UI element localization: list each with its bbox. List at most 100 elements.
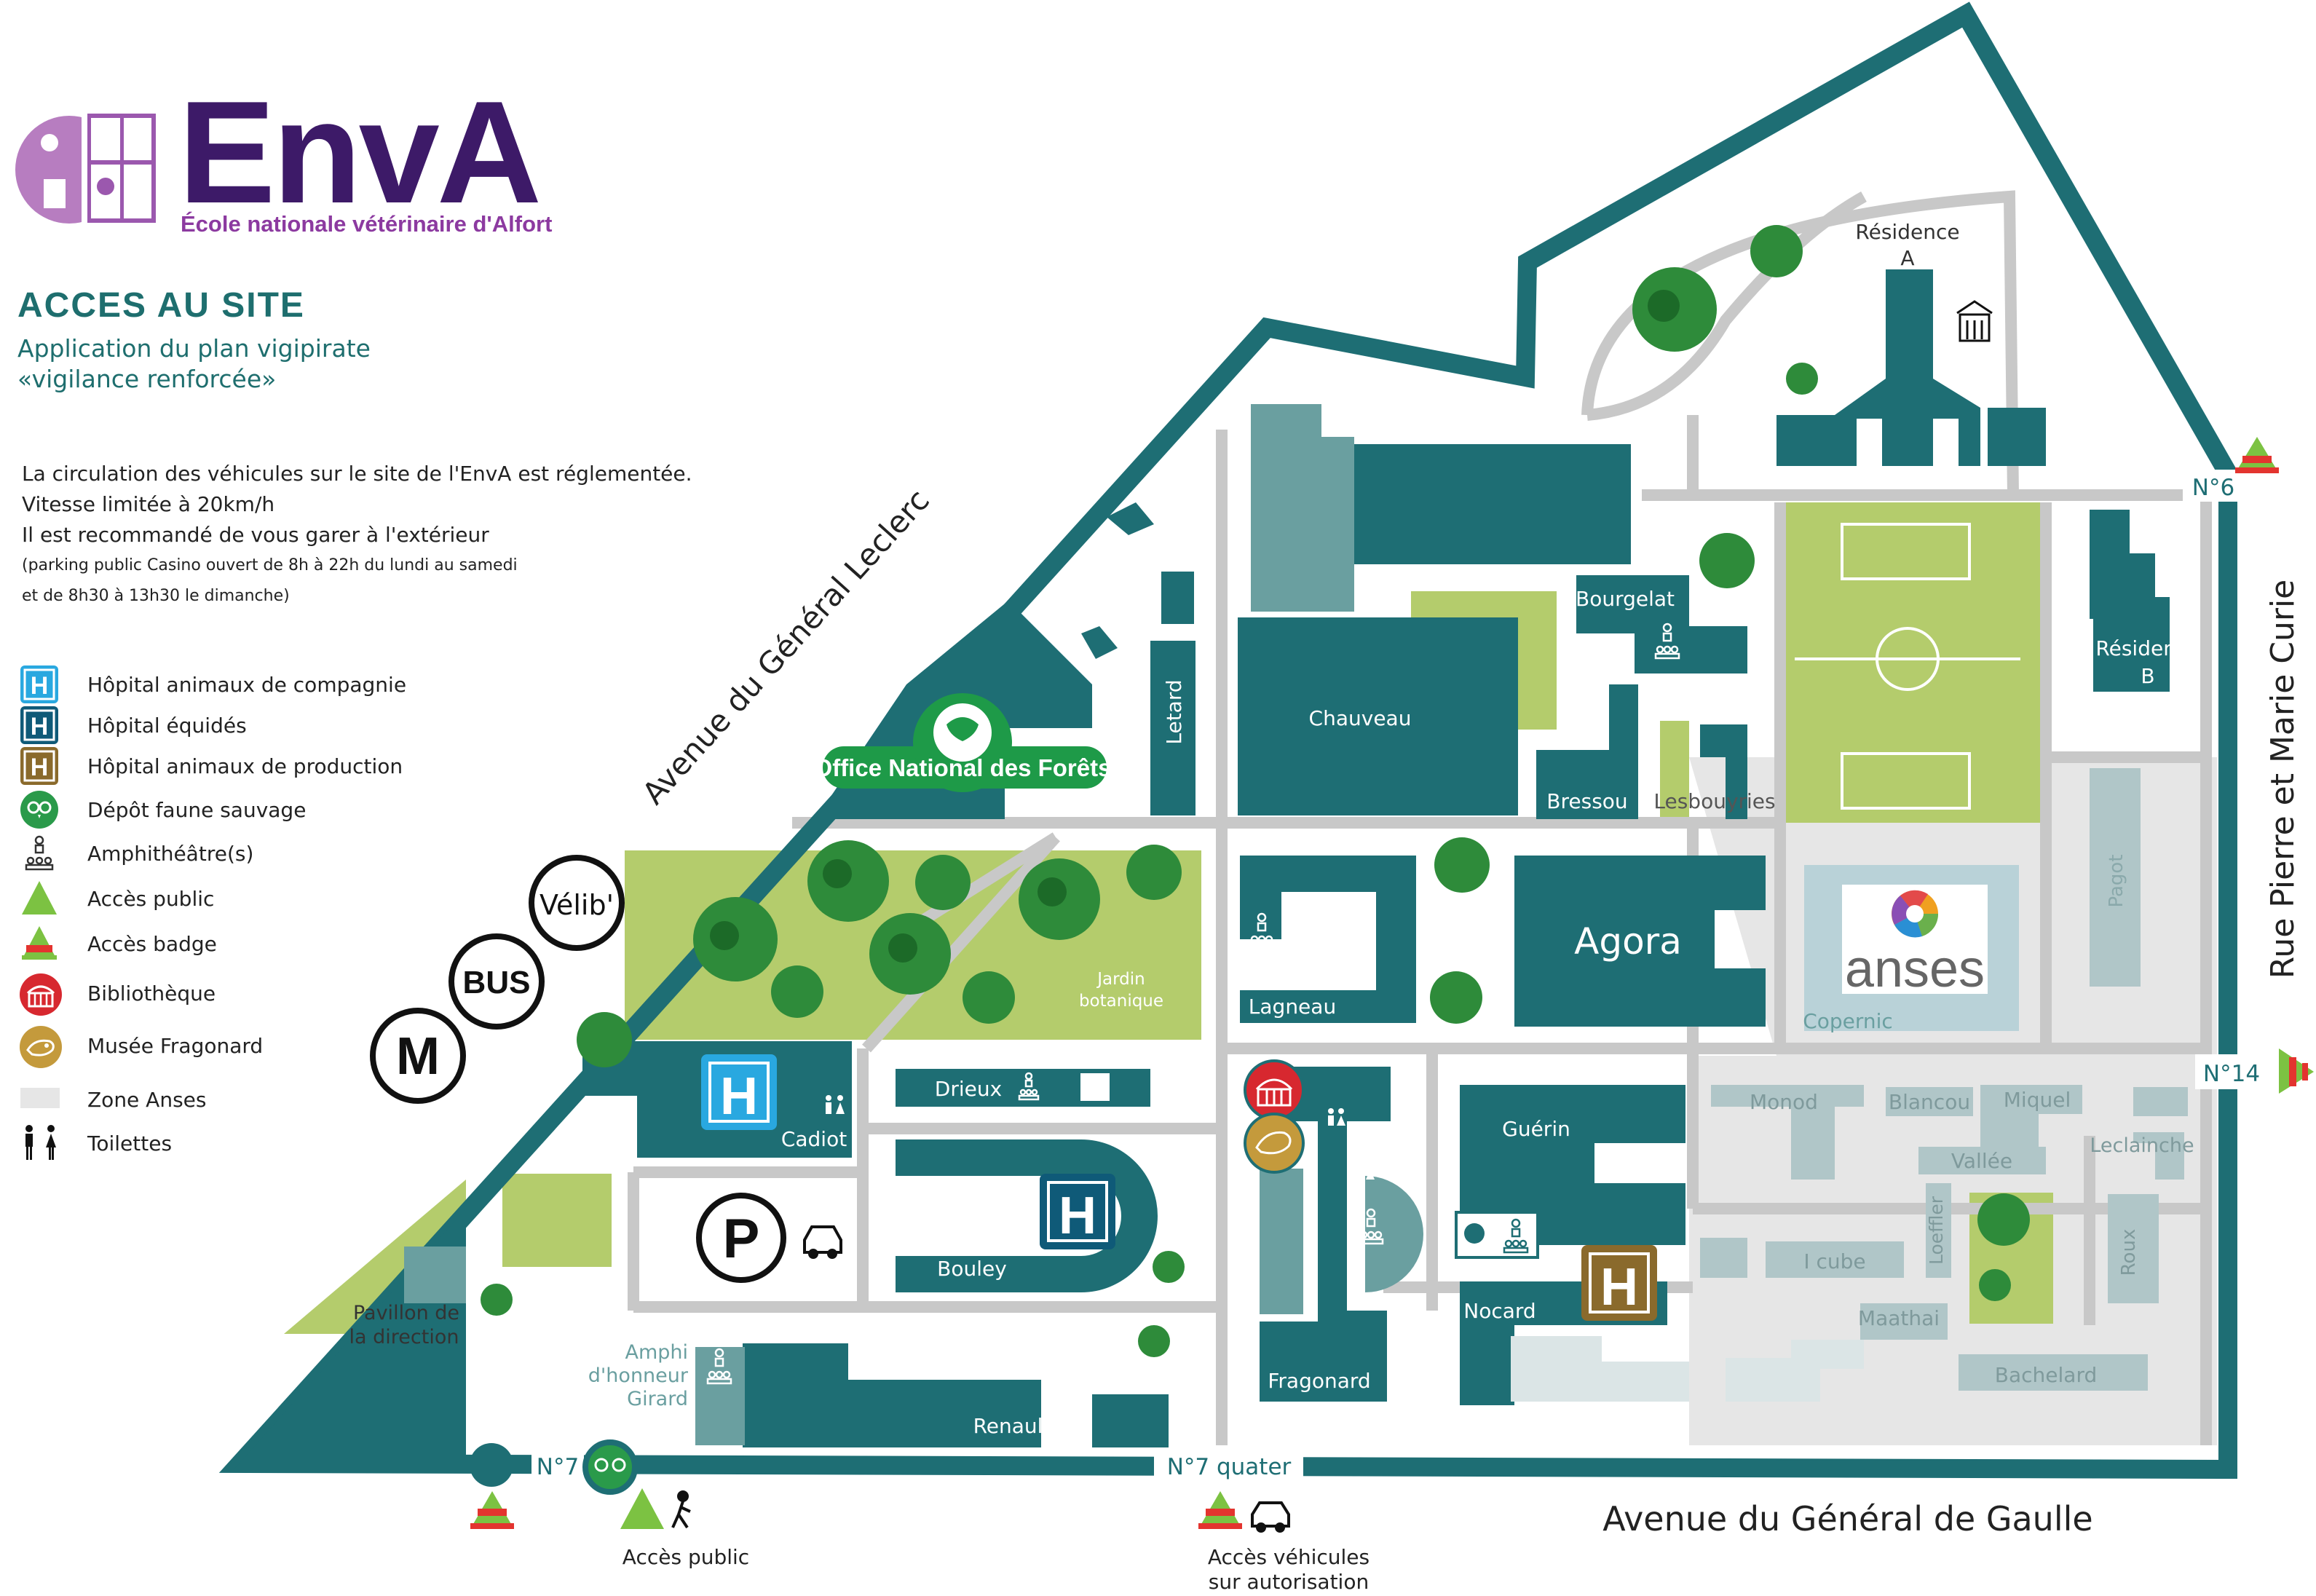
anses-zone-swatch: [20, 1088, 60, 1108]
legend-item-public-access: Accès public: [19, 878, 485, 919]
pedestrian-icon: [671, 1490, 691, 1529]
label-access-vehicles-2: sur autorisation: [1209, 1570, 1369, 1594]
legend-item-toilets: Toilettes: [19, 1123, 485, 1164]
label-jardin-1: Jardin: [1096, 970, 1145, 989]
building-small-diamond-1: [1107, 502, 1154, 535]
legend-label: Accès public: [87, 887, 215, 911]
public-access-icon[interactable]: [620, 1488, 664, 1529]
legend-label: Hôpital équidés: [87, 714, 247, 738]
label-onf: Office National des Forêts: [814, 754, 1112, 781]
building-bachelard: [1959, 1354, 2148, 1391]
label-access-public: Accès public: [623, 1545, 749, 1569]
badge-access-icon[interactable]: [470, 1491, 514, 1529]
svg-text:P: P: [723, 1208, 760, 1270]
label-lagneau: Lagneau: [1249, 995, 1336, 1019]
map-labels: Résidence A Résidence B Bourgelat Chauve…: [349, 220, 2200, 1438]
page-title: ACCES AU SITE: [17, 286, 305, 325]
building-small-diamond-2: [1081, 626, 1118, 659]
label-blancou: Blancou: [1889, 1090, 1970, 1114]
label-residence-b-1: Résidence: [2095, 636, 2200, 660]
logo-subtitle: École nationale vétérinaire d'Alfort: [181, 211, 553, 237]
lawn-lesbouyries: [1660, 721, 1689, 823]
wildlife-owl-icon[interactable]: [582, 1439, 638, 1495]
legend-label: Bibliothèque: [87, 981, 216, 1006]
map-icons: H H H P: [696, 300, 1993, 1385]
building-residence-b: [2090, 510, 2170, 692]
label-bourgelat: Bourgelat: [1576, 587, 1675, 611]
label-amphi-2: d'honneur: [588, 1364, 689, 1387]
building-roux: [2108, 1194, 2159, 1303]
gate-n7-label: N°7: [537, 1454, 579, 1480]
svg-text:H: H: [31, 672, 49, 700]
hospital-pet-icon[interactable]: H: [701, 1054, 777, 1130]
gate-n14-label: N°14: [2203, 1061, 2260, 1087]
toilets-icon: [1357, 1162, 1375, 1180]
legend-item-hospital-equine: H Hôpital équidés: [19, 705, 485, 746]
building-bressou: [1536, 684, 1638, 819]
badge-access-icon[interactable]: [2279, 1048, 2314, 1094]
building-residence-a: [1776, 269, 1980, 466]
parking-icon[interactable]: P: [696, 1193, 786, 1283]
legend-label: Dépôt faune sauvage: [87, 798, 307, 822]
label-copernic: Copernic: [1803, 1009, 1893, 1033]
anses-logo: [1842, 885, 1988, 994]
hospital-equine-icon[interactable]: H: [1040, 1174, 1115, 1249]
building-north-light: [1251, 404, 1354, 612]
building-leclainche-top: [2133, 1087, 2188, 1116]
badge-access-icon[interactable]: [2235, 437, 2279, 473]
gate-n7quater-label: N°7 quater: [1167, 1454, 1292, 1480]
legend-label: Zone Anses: [87, 1088, 207, 1112]
building-letard: [1150, 641, 1195, 815]
building-monod: [1711, 1085, 1864, 1180]
hospital-production-icon[interactable]: H: [1581, 1245, 1657, 1321]
drieux-white-block: [1080, 1073, 1110, 1101]
building-pavillon: [404, 1247, 466, 1303]
hospital-production-icon: H: [20, 747, 58, 785]
library-icon[interactable]: [1244, 1059, 1305, 1121]
badge-access-icon[interactable]: [1198, 1491, 1242, 1529]
label-miquel: Miquel: [2004, 1088, 2071, 1112]
building-rotunda: [1365, 1176, 1423, 1292]
building-agora: [1514, 856, 1766, 1027]
label-access-vehicles-1: Accès véhicules: [1208, 1545, 1370, 1569]
wildlife-owl-icon: [20, 791, 58, 829]
hospital-equine-icon: H: [20, 706, 58, 744]
gate-n7q-label-bg: [1154, 1449, 1303, 1480]
amphitheatre-icon: [1654, 623, 1680, 660]
legend-item-museum: Musée Fragonard: [19, 1025, 485, 1068]
label-bouley: Bouley: [937, 1257, 1007, 1281]
label-lesbouyries: Lesbouyries: [1653, 789, 1775, 813]
museum-icon[interactable]: [1244, 1113, 1305, 1174]
toilets-icon: [1328, 1108, 1345, 1126]
legend-item-wildlife: Dépôt faune sauvage: [19, 789, 485, 830]
amphitheatre-icon: [25, 835, 54, 871]
gate-n6-label: N°6: [2192, 475, 2234, 501]
label-leclainche: Leclainche: [2090, 1134, 2194, 1157]
label-bachelard: Bachelard: [1995, 1363, 2097, 1387]
gate-n7-label-bg: [531, 1449, 584, 1480]
legend-label: Accès badge: [87, 932, 217, 956]
label-pagot: Pagot: [2106, 854, 2127, 907]
subtitle-line-1: Application du plan vigipirate: [17, 334, 371, 363]
gate-n14-label-bg: [2195, 1054, 2268, 1089]
building-north-block: [1354, 444, 1631, 564]
building-bourgelat: [1576, 575, 1747, 673]
label-jardin-2: botanique: [1079, 992, 1163, 1011]
label-cadiot: Cadiot: [781, 1127, 847, 1151]
label-bressou: Bressou: [1546, 789, 1627, 813]
toilets-icon: [25, 1125, 56, 1160]
building-amphi-girard: [695, 1347, 745, 1445]
building-leclainche: [2133, 1132, 2184, 1180]
hospital-pet-icon: H: [20, 665, 58, 703]
wildlife-owl-icon[interactable]: [1455, 1211, 1539, 1259]
label-pavillon-1: Pavillon de: [353, 1302, 459, 1324]
building-fragonard-light: [1260, 1169, 1303, 1314]
building-vallee: [1918, 1147, 2046, 1174]
building-chauveau: [1238, 617, 1518, 815]
svg-text:H: H: [1059, 1187, 1096, 1245]
legend-label: Amphithéâtre(s): [87, 842, 254, 866]
svg-text:H: H: [720, 1067, 758, 1126]
label-amphi-3: Girard: [627, 1388, 688, 1410]
buildings-anses: [1511, 768, 2188, 1402]
